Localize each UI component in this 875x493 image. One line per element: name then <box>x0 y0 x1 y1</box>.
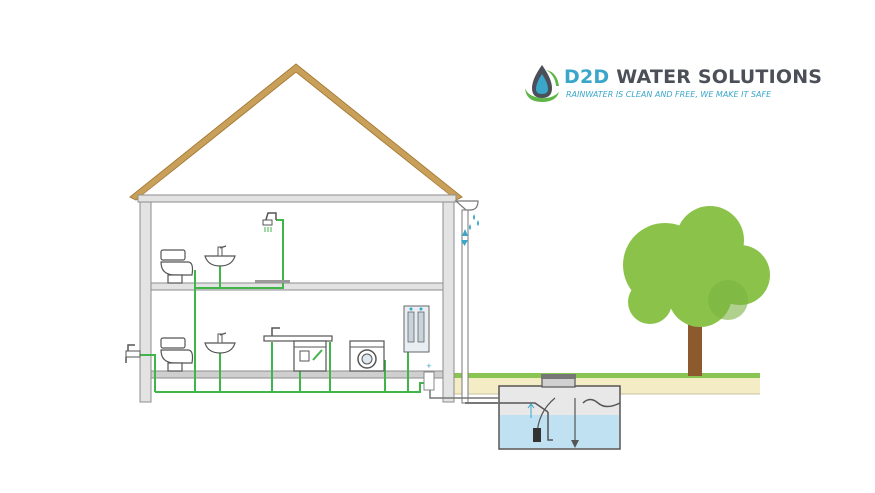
kitchen-counter <box>263 327 333 342</box>
right-wall <box>442 201 455 403</box>
rainwater-tank-icon <box>429 374 621 450</box>
tree-canopy <box>628 280 672 324</box>
toilet-icon <box>160 337 194 372</box>
pipe-riser-left <box>140 354 156 392</box>
water-drop-swirl-icon <box>525 65 559 102</box>
washing-machine-icon <box>349 340 385 372</box>
attic-slab <box>137 194 457 203</box>
level-arrow <box>527 403 535 418</box>
grass-strip <box>452 373 760 378</box>
overflow-pipe <box>582 398 621 408</box>
brand-tagline: RAINWATER IS CLEAN AND FREE, WE MAKE IT … <box>566 90 772 99</box>
roof-underside <box>140 74 452 197</box>
float-switch <box>571 440 579 448</box>
sink-icon <box>204 332 236 354</box>
sink-icon <box>204 245 236 267</box>
svg-text:+: + <box>426 362 432 370</box>
pump-icon <box>533 428 541 442</box>
filter-unit-icon: + <box>403 305 435 391</box>
left-wall <box>139 201 152 403</box>
downpipe-icon <box>454 200 498 404</box>
tank-lid <box>541 374 576 379</box>
middle-floor <box>150 282 444 291</box>
tree-canopy-shade <box>708 280 748 320</box>
downpipe <box>461 209 469 404</box>
toilet-icon <box>160 249 194 284</box>
brand-name: D2D WATER SOLUTIONS <box>564 66 822 88</box>
pipe-upper-shower <box>220 219 284 289</box>
brand-name-part2: WATER SOLUTIONS <box>616 66 823 88</box>
tank-neck <box>541 377 576 388</box>
tree-icon <box>623 206 770 376</box>
tank-water <box>500 415 619 448</box>
outdoor-tap-icon <box>125 344 141 363</box>
water-supply-line <box>429 390 499 399</box>
gutter <box>454 200 479 211</box>
shower-icon <box>255 212 290 283</box>
supply-pipes <box>140 219 428 393</box>
brand-name-part1: D2D <box>564 66 610 88</box>
tank-inlet-filter <box>499 402 549 413</box>
calmed-inlet <box>547 412 553 441</box>
brand-logo: D2D WATER SOLUTIONS RAINWATER IS CLEAN A… <box>522 62 822 106</box>
house <box>129 63 463 403</box>
rain-drops <box>461 214 479 246</box>
dishwasher-icon <box>293 340 327 372</box>
